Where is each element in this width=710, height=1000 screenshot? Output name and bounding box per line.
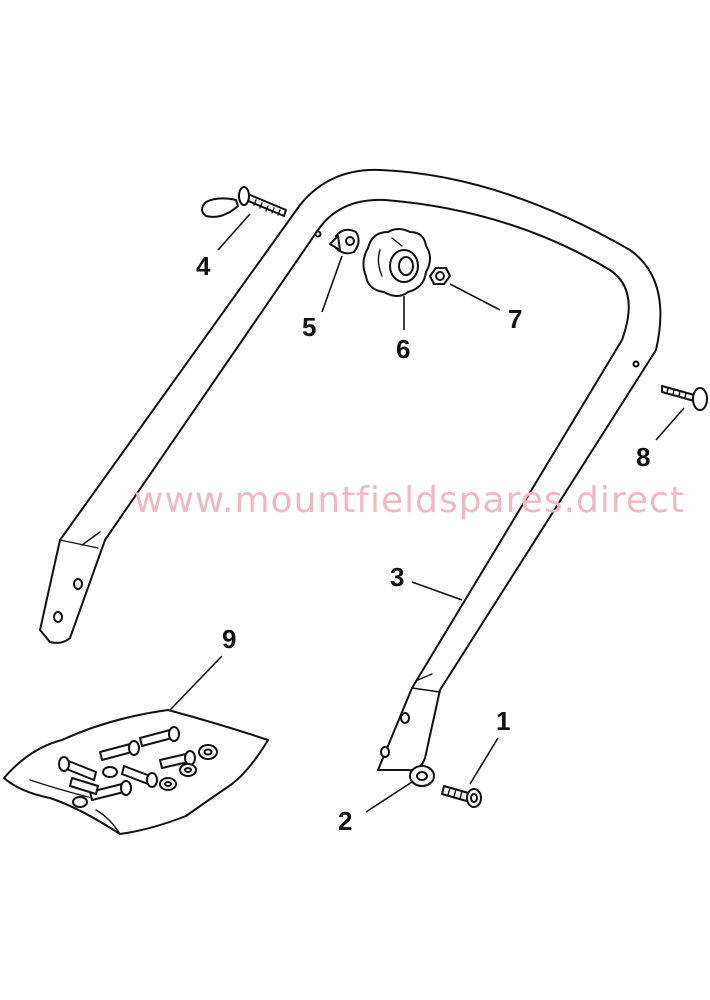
carriage-bolt-part[interactable] — [661, 385, 708, 411]
fixings-nuts — [72, 744, 218, 808]
leader-5 — [321, 255, 343, 313]
callout-3: 3 — [390, 562, 404, 592]
callout-5: 5 — [302, 312, 316, 342]
bolt-part[interactable] — [441, 785, 482, 808]
callout-9: 9 — [222, 624, 236, 654]
fixings-bag-part[interactable] — [3, 709, 269, 835]
leader-2 — [365, 781, 413, 813]
leader-lines — [169, 213, 685, 813]
leader-1 — [469, 737, 499, 785]
leader-4 — [217, 213, 251, 251]
leader-8 — [655, 407, 685, 441]
leader-3 — [411, 581, 463, 601]
callout-1: 1 — [496, 706, 510, 736]
nut-part[interactable] — [429, 267, 451, 285]
callout-2: 2 — [338, 806, 352, 836]
clip-part[interactable] — [329, 228, 360, 255]
upper-handle-part[interactable] — [39, 168, 662, 772]
star-knob-part[interactable] — [362, 228, 431, 297]
callout-8: 8 — [636, 442, 650, 472]
callout-4: 4 — [196, 251, 211, 281]
callout-6: 6 — [396, 334, 410, 364]
callout-7: 7 — [508, 304, 522, 334]
callout-labels: 1 2 3 4 5 6 7 8 9 — [196, 251, 650, 836]
leader-9 — [169, 655, 223, 711]
leader-7 — [449, 283, 501, 311]
watermark-text: www.mountfieldspares.direct — [134, 480, 685, 521]
wing-bolt-part[interactable] — [201, 186, 287, 218]
washer-part[interactable] — [409, 765, 435, 787]
